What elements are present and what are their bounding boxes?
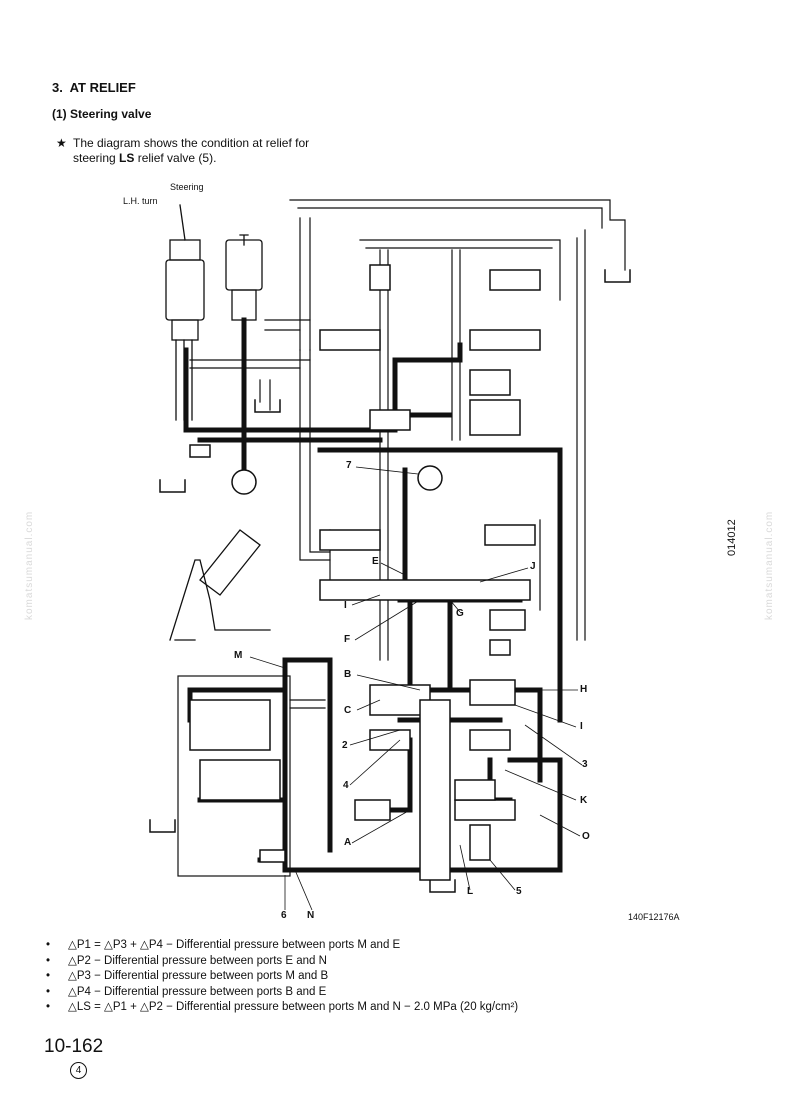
section-number: 3. bbox=[52, 80, 63, 95]
steering-cylinder bbox=[169, 529, 271, 641]
watermark-right: komatsumanual.com bbox=[764, 510, 775, 620]
subsection-heading: (1) Steering valve bbox=[52, 107, 152, 121]
pumps bbox=[231, 465, 443, 495]
tank-symbols bbox=[149, 269, 631, 893]
label-N: N bbox=[307, 910, 315, 921]
label-A: A bbox=[344, 837, 352, 848]
label-I-right: I bbox=[580, 721, 583, 732]
label-L: L bbox=[467, 886, 474, 897]
formula-item: •△P1 = △P3 + △P4 − Differential pressure… bbox=[46, 939, 401, 951]
lower-block-frame bbox=[177, 675, 326, 877]
label-G: G bbox=[456, 608, 464, 619]
formula-item: •△P3 − Differential pressure between por… bbox=[46, 970, 329, 982]
label-K: K bbox=[580, 795, 588, 806]
label-B: B bbox=[344, 669, 352, 680]
note-line-2: steering LS relief valve (5). bbox=[73, 151, 217, 165]
label-C: C bbox=[344, 705, 352, 716]
label-J: J bbox=[530, 561, 536, 572]
valve-spools bbox=[189, 264, 541, 881]
label-lh-turn: L.H. turn bbox=[123, 196, 158, 206]
section-title: AT RELIEF bbox=[69, 80, 136, 95]
label-2: 2 bbox=[342, 740, 348, 751]
label-H: H bbox=[580, 684, 588, 695]
note-line-1: The diagram shows the condition at relie… bbox=[73, 136, 310, 150]
diagram-note: The diagram shows the condition at relie… bbox=[73, 136, 373, 166]
formula-list: •△P1 = △P3 + △P4 − Differential pressure… bbox=[46, 938, 518, 1016]
formula-item: •△P4 − Differential pressure between por… bbox=[46, 985, 327, 998]
hydraulic-circuit-diagram bbox=[149, 199, 631, 911]
label-6: 6 bbox=[281, 910, 287, 921]
label-4: 4 bbox=[343, 780, 349, 791]
label-E: E bbox=[372, 556, 379, 567]
label-steering: Steering bbox=[170, 182, 204, 192]
label-M: M bbox=[234, 650, 243, 661]
formula-item: •△P2 − Differential pressure between por… bbox=[46, 954, 327, 967]
label-F: F bbox=[344, 634, 351, 645]
figure-code: 140F12176A bbox=[628, 912, 680, 922]
label-5: 5 bbox=[516, 886, 522, 897]
section-heading: 3. AT RELIEF bbox=[52, 80, 136, 95]
watermark-left: komatsumanual.com bbox=[24, 510, 35, 620]
label-7: 7 bbox=[346, 460, 352, 471]
revision-mark: 4 bbox=[70, 1062, 87, 1079]
steering-lever bbox=[165, 204, 263, 421]
label-3: 3 bbox=[582, 759, 588, 770]
side-code: 014012 bbox=[726, 519, 738, 556]
label-O: O bbox=[582, 831, 590, 842]
star-bullet: ★ bbox=[56, 136, 67, 150]
formula-item: •△LS = △P1 + △P2 − Differential pressure… bbox=[46, 1001, 519, 1013]
label-I-left: I bbox=[344, 600, 347, 611]
leader-lines bbox=[249, 466, 583, 911]
page-number: 10-162 bbox=[44, 1036, 104, 1057]
